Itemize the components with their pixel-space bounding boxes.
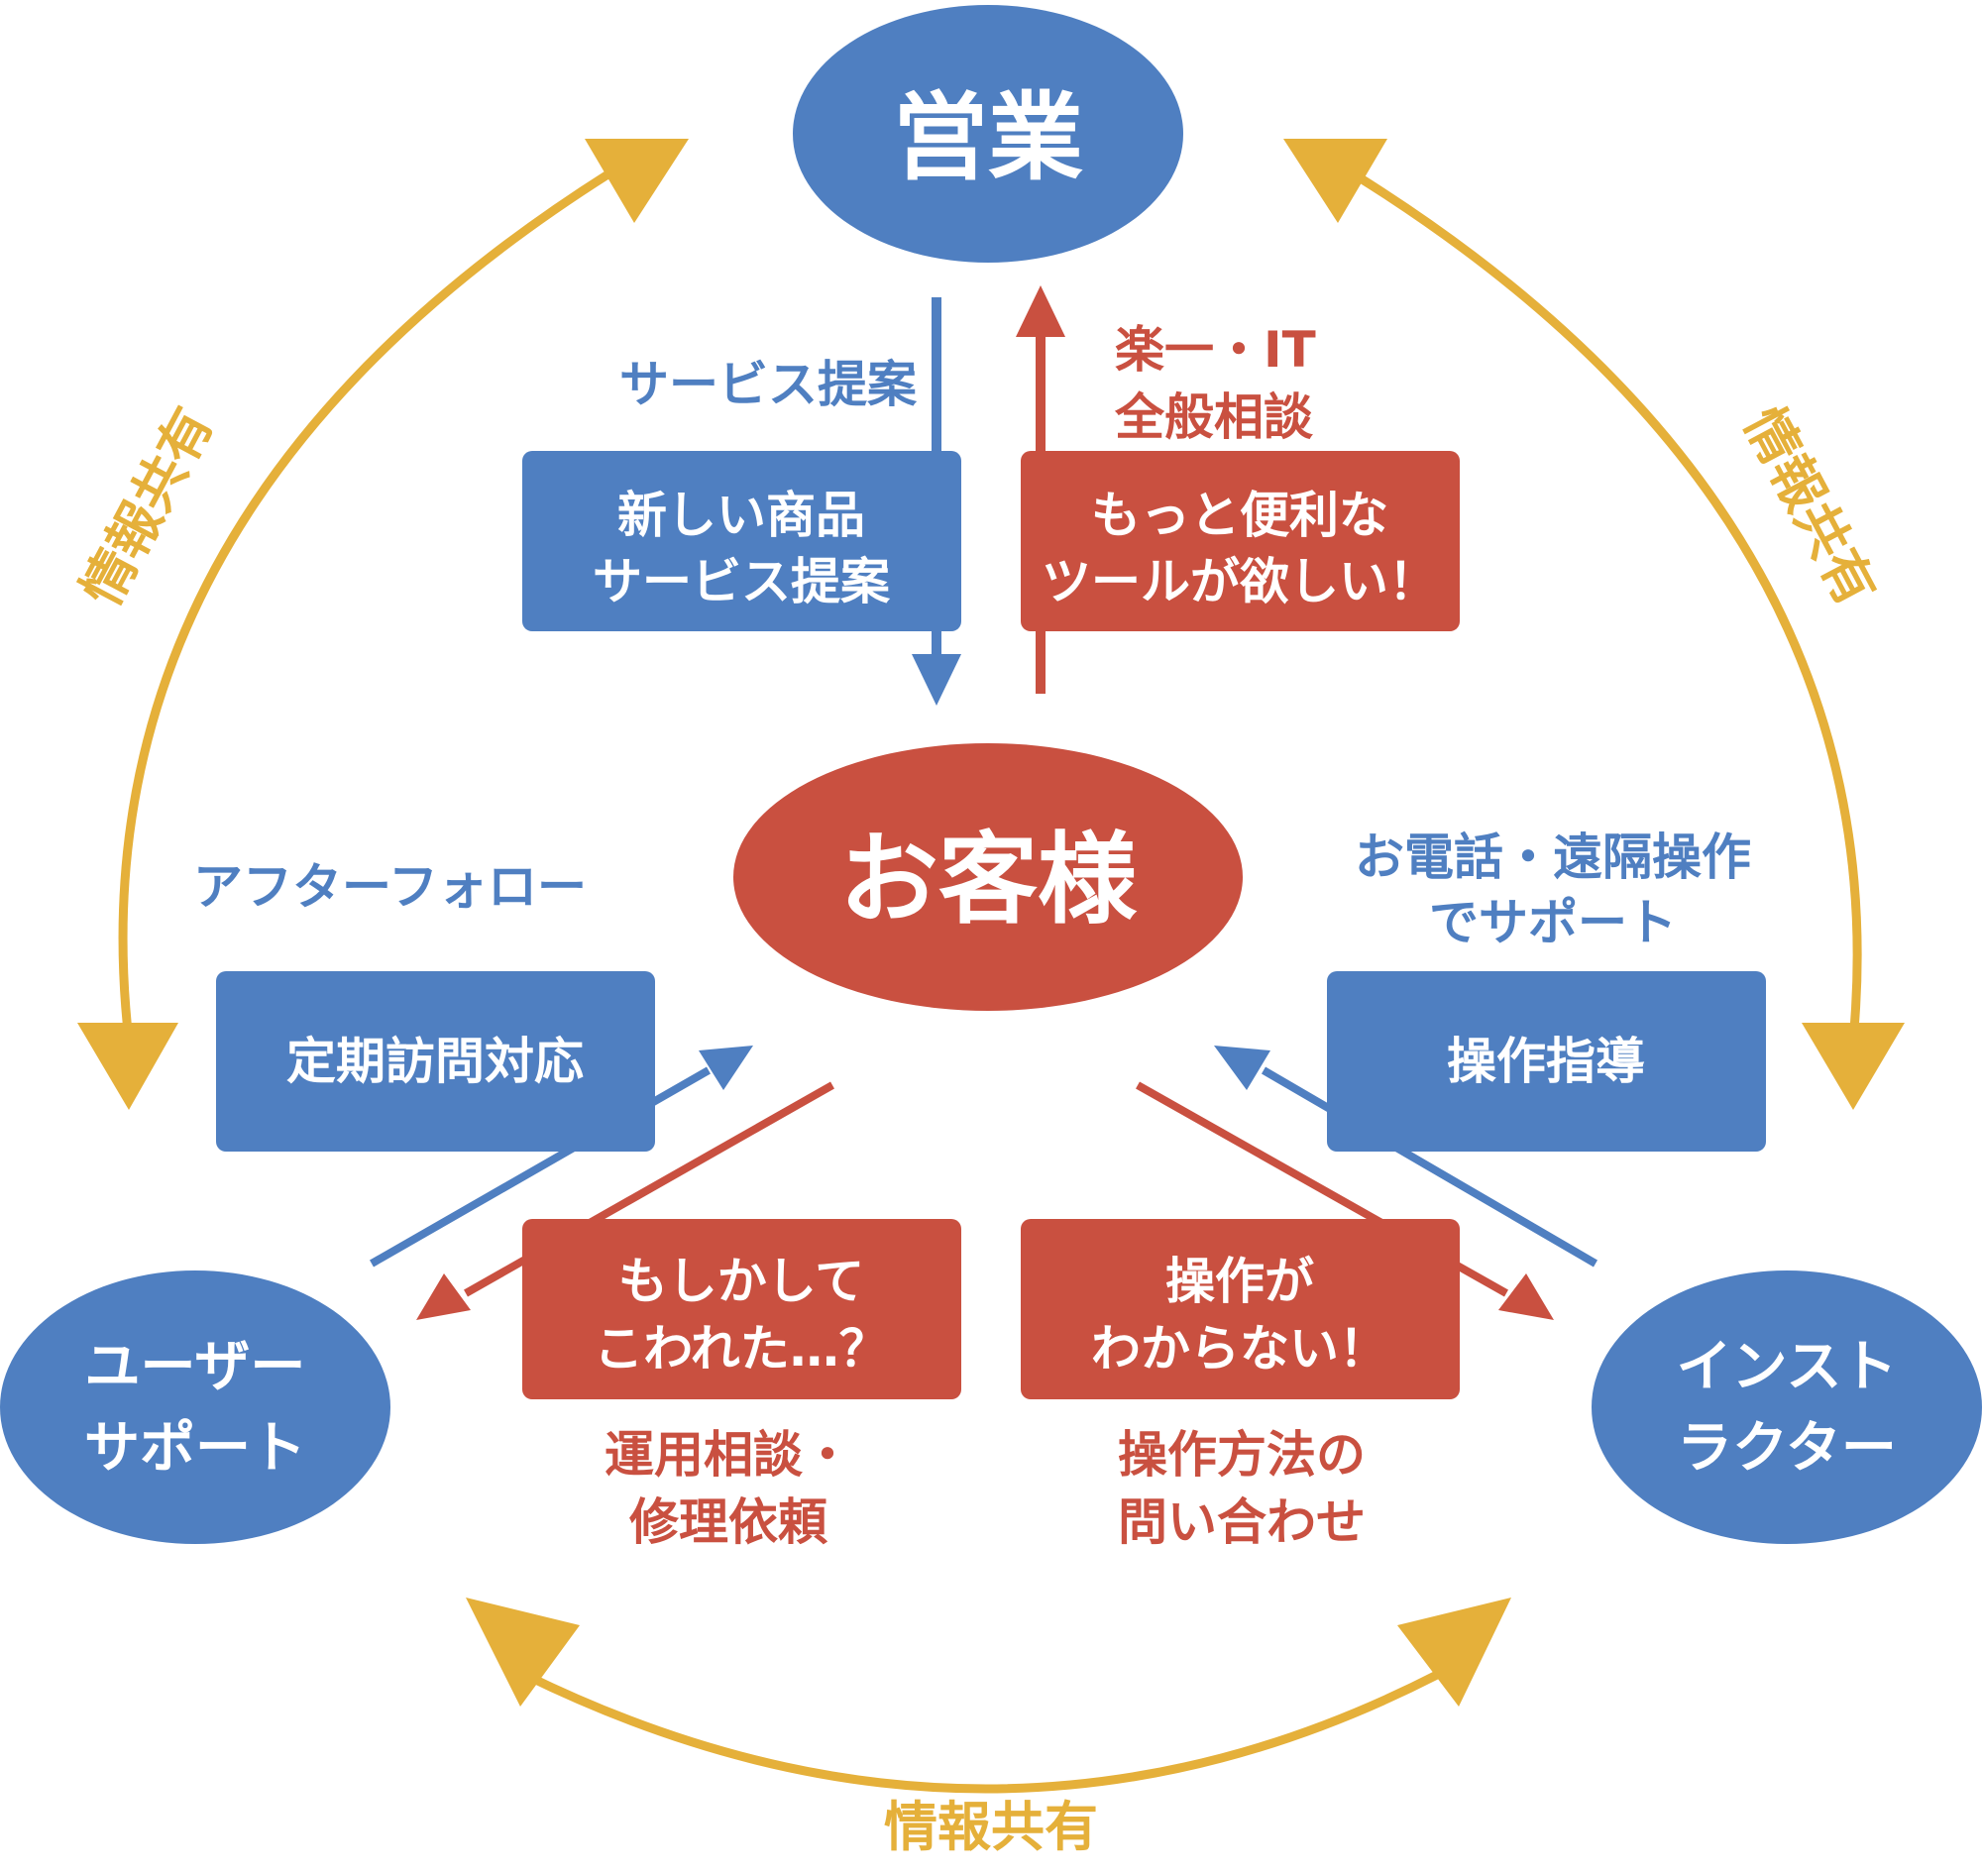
box-new-products: 新しい商品 サービス提案 xyxy=(522,451,961,631)
arrowhead-bottom-left-icon xyxy=(466,1598,580,1707)
arrow-down-right-icon xyxy=(1498,1273,1554,1320)
info-share-arcs xyxy=(77,139,1905,1794)
node-user-support-line1: ユーザー xyxy=(85,1335,306,1399)
label-phone-remote-line2: でサポート xyxy=(1429,894,1677,951)
info-share-arc-right xyxy=(1350,169,1862,1042)
info-share-label-left: 情報共有 xyxy=(69,397,225,615)
box-better-tools-line2: ツールが欲しい！ xyxy=(1042,553,1438,610)
info-share-label-bottom: 情報共有 xyxy=(884,1796,1098,1858)
arrow-up-right-icon xyxy=(699,1046,753,1090)
label-service-proposal: サービス提案 xyxy=(619,356,918,413)
box-broken-line1: もしかして xyxy=(618,1253,865,1310)
info-share-arc-left xyxy=(118,169,612,1042)
node-instructor-line1: インスト xyxy=(1677,1335,1898,1399)
arrowhead-right-top-icon xyxy=(1283,139,1387,223)
arrow-down-icon xyxy=(912,654,961,706)
box-dont-understand-line1: 操作が xyxy=(1165,1253,1314,1310)
box-better-tools: もっと便利な ツールが欲しい！ xyxy=(1021,451,1460,631)
box-broken-line2: こわれた…？ xyxy=(594,1320,889,1378)
label-it-consult-line2: 全般相談 xyxy=(1114,388,1313,446)
arrow-down-left-icon xyxy=(416,1273,471,1320)
node-sales-label: 営業 xyxy=(893,82,1083,193)
node-customer-label: お客様 xyxy=(839,822,1138,938)
arrow-up-left-icon xyxy=(1214,1046,1270,1090)
node-customer: お客様 xyxy=(733,743,1243,1011)
box-broken: もしかして こわれた…？ xyxy=(522,1219,961,1399)
label-operation-repair-line2: 修理依頼 xyxy=(629,1493,828,1551)
label-it-consult-line1: 楽一・IT xyxy=(1115,321,1316,379)
box-dont-understand: 操作が わからない！ xyxy=(1021,1219,1460,1399)
label-operation-repair-line1: 運用相談・ xyxy=(605,1426,852,1484)
label-operation-inquiry-line1: 操作方法の xyxy=(1118,1426,1366,1484)
box-new-products-line2: サービス提案 xyxy=(593,553,891,610)
box-regular-visit: 定期訪問対応 xyxy=(216,971,655,1152)
box-new-products-line1: 新しい商品 xyxy=(617,487,865,544)
node-instructor: インスト ラクター xyxy=(1592,1270,1982,1544)
box-operation-guidance: 操作指導 xyxy=(1327,971,1766,1152)
box-better-tools-line1: もっと便利な xyxy=(1091,487,1388,544)
box-operation-guidance-label: 操作指導 xyxy=(1447,1033,1645,1090)
arrowhead-left-bottom-icon xyxy=(77,1023,178,1110)
arrow-up-icon xyxy=(1016,285,1065,337)
info-share-label-right: 情報共有 xyxy=(1732,397,1888,615)
node-user-support-line2: サポート xyxy=(84,1416,306,1481)
label-after-follow: アフターフォロー xyxy=(193,858,587,916)
label-phone-remote-line1: お電話・遠隔操作 xyxy=(1355,828,1751,886)
box-regular-visit-label: 定期訪問対応 xyxy=(286,1033,584,1090)
info-share-arc-bottom xyxy=(523,1670,1440,1794)
arrowhead-left-top-icon xyxy=(585,139,689,223)
node-user-support: ユーザー サポート xyxy=(0,1270,390,1544)
node-instructor-line2: ラクター xyxy=(1677,1416,1897,1481)
node-sales: 営業 xyxy=(793,5,1183,263)
arrowhead-bottom-right-icon xyxy=(1397,1598,1511,1707)
label-operation-inquiry-line2: 問い合わせ xyxy=(1118,1493,1366,1551)
box-dont-understand-line2: わからない！ xyxy=(1091,1320,1388,1378)
arrowhead-right-bottom-icon xyxy=(1802,1023,1905,1110)
